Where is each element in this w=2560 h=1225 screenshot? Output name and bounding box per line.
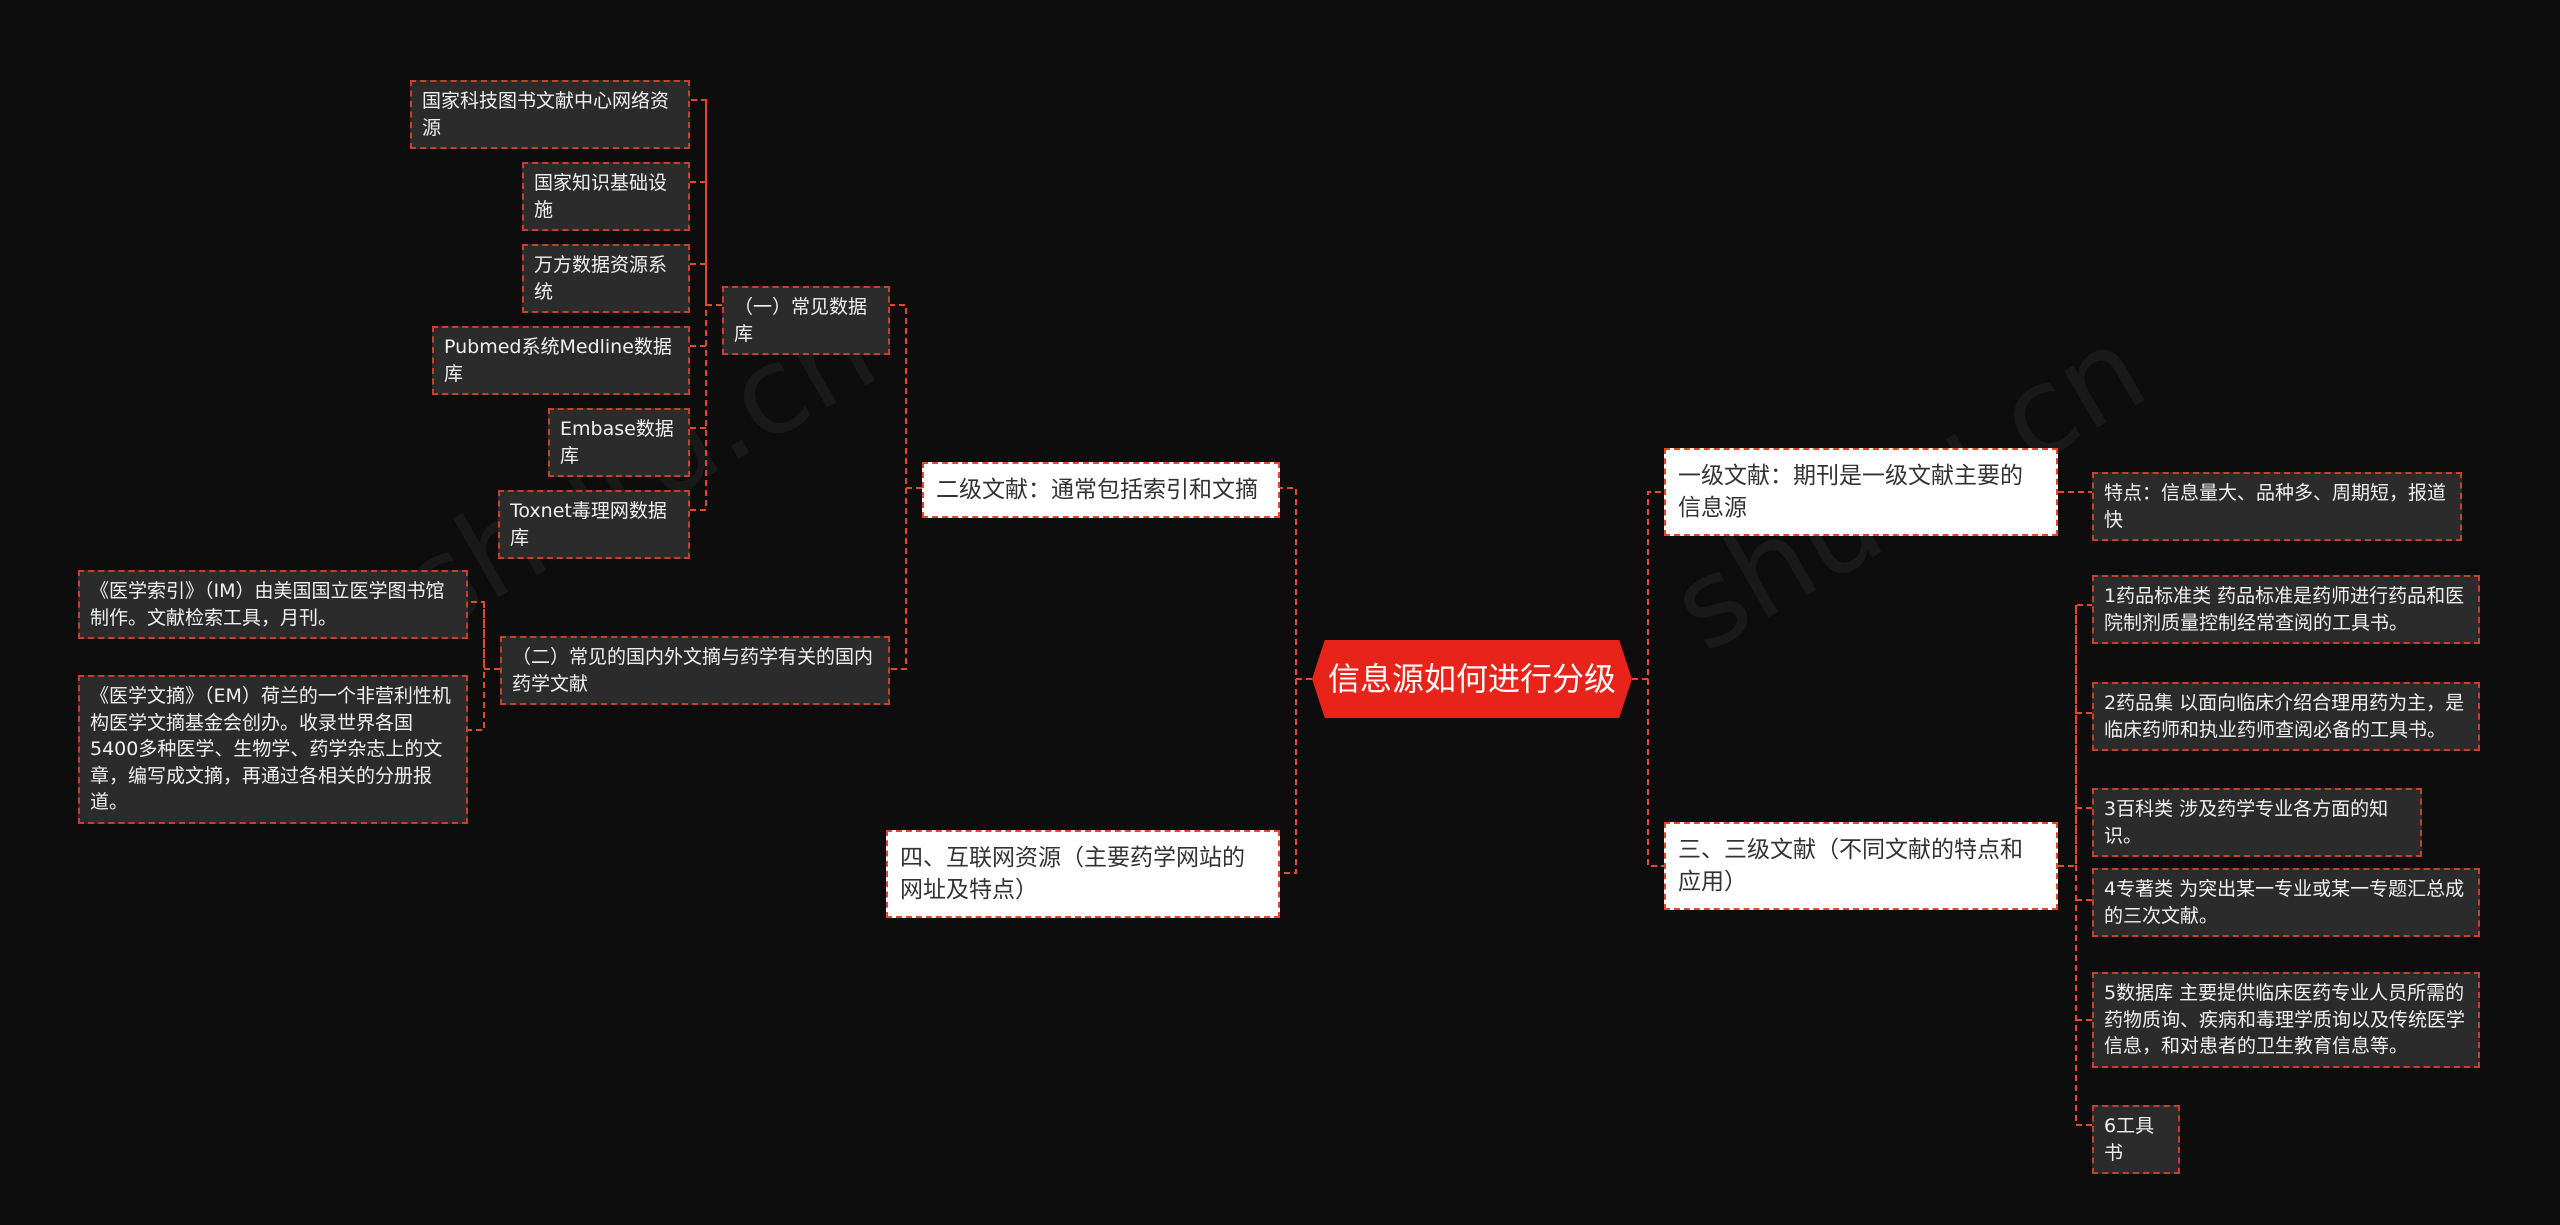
tertiary-item[interactable]: 1药品标准类 药品标准是药师进行药品和医院制剂质量控制经常查阅的工具书。 bbox=[2092, 575, 2480, 645]
node-primary[interactable]: 一级文献：期刊是一级文献主要的信息源 bbox=[1664, 448, 2058, 537]
db-item[interactable]: Pubmed系统Medline数据库 bbox=[432, 326, 690, 396]
link-secondary-abs bbox=[890, 488, 907, 670]
tertiary-item[interactable]: 5数据库 主要提供临床医药专业人员所需的药物质询、疾病和毒理学质询以及传统医学信… bbox=[2092, 972, 2480, 1068]
node-secondary[interactable]: 二级文献：通常包括索引和文摘 bbox=[922, 462, 1280, 519]
node-abstracts[interactable]: （二）常见的国内外文摘与药学有关的国内药学文献 bbox=[500, 636, 890, 706]
abstract-item[interactable]: 《医学文摘》（EM）荷兰的一个非营利性机构医学文摘基金会创办。收录世界各国540… bbox=[78, 675, 468, 824]
link-db-items bbox=[690, 99, 722, 511]
link-root-tertiary bbox=[1647, 679, 1664, 867]
db-item[interactable]: Embase数据库 bbox=[548, 408, 690, 478]
db-item[interactable]: 万方数据资源系统 bbox=[522, 244, 690, 314]
tertiary-item[interactable]: 4专著类 为突出某一专业或某一专题汇总成的三次文献。 bbox=[2092, 868, 2480, 938]
link-root-primary bbox=[1632, 491, 1664, 680]
link-root-internet bbox=[1280, 679, 1297, 874]
tertiary-item[interactable]: 2药品集 以面向临床介绍合理用药为主，是临床药师和执业药师查阅必备的工具书。 bbox=[2092, 682, 2480, 752]
root-node[interactable]: 信息源如何进行分级 bbox=[1312, 640, 1632, 718]
node-internet[interactable]: 四、互联网资源（主要药学网站的网址及特点） bbox=[886, 830, 1280, 919]
node-tertiary[interactable]: 三、三级文献（不同文献的特点和应用） bbox=[1664, 822, 2058, 911]
node-databases[interactable]: （一）常见数据库 bbox=[722, 286, 890, 356]
db-item[interactable]: 国家科技图书文献中心网络资源 bbox=[410, 80, 690, 150]
primary-feature[interactable]: 特点：信息量大、品种多、周期短，报道快 bbox=[2092, 472, 2462, 542]
link-tertiary-items bbox=[2058, 604, 2092, 1126]
abstract-item[interactable]: 《医学索引》（IM）由美国国立医学图书馆制作。文献检索工具，月刊。 bbox=[78, 570, 468, 640]
db-item[interactable]: Toxnet毒理网数据库 bbox=[498, 490, 690, 560]
link-abs-items bbox=[468, 601, 500, 731]
tertiary-item[interactable]: 3百科类 涉及药学专业各方面的知识。 bbox=[2092, 788, 2422, 858]
link-root-secondary bbox=[1280, 487, 1312, 680]
db-item[interactable]: 国家知识基础设施 bbox=[522, 162, 690, 232]
link-secondary-db bbox=[890, 304, 922, 489]
tertiary-item[interactable]: 6工具书 bbox=[2092, 1105, 2180, 1175]
